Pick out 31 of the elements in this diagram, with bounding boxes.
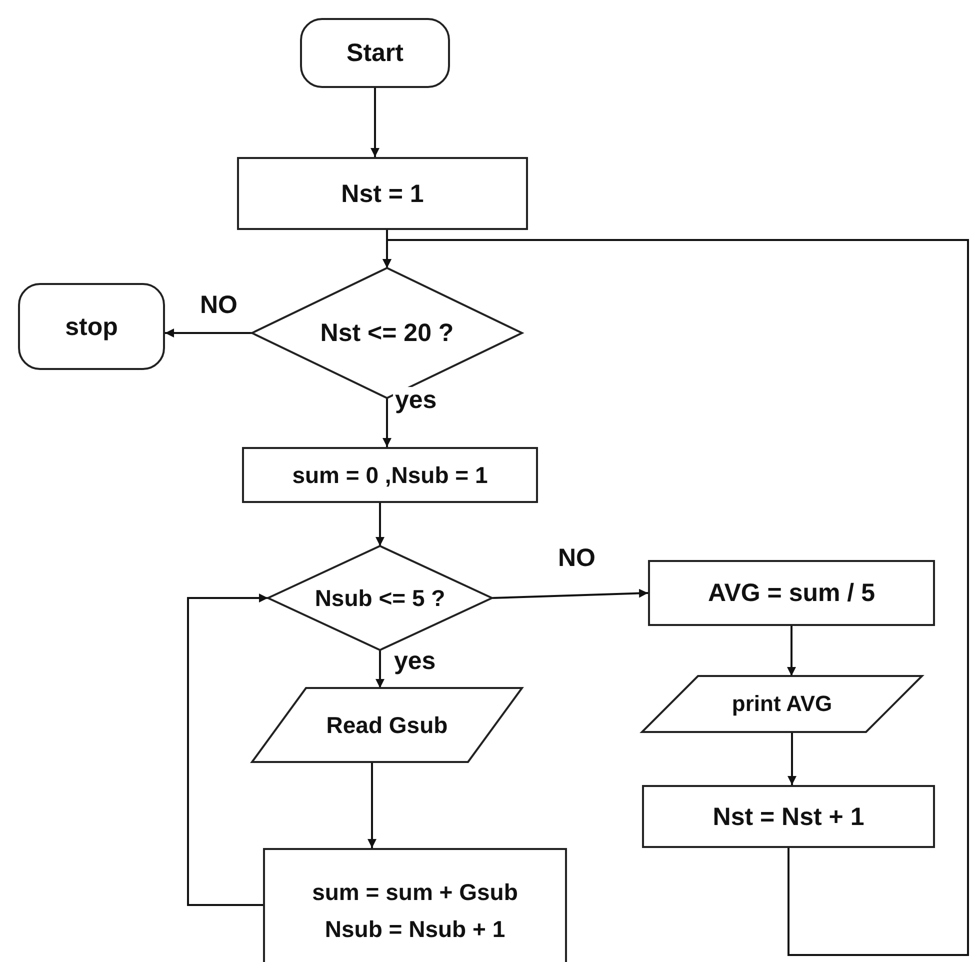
arrow (492, 588, 648, 599)
arrow (165, 328, 252, 338)
node-text: sum = 0 ,Nsub = 1 (292, 460, 488, 490)
process-box (242, 447, 538, 503)
arrow (382, 398, 392, 447)
arrow (376, 650, 384, 688)
arrow (376, 503, 384, 546)
process-box (263, 848, 567, 962)
process-box (648, 560, 935, 626)
terminal-box (300, 18, 450, 88)
arrow (370, 88, 380, 157)
arrow (382, 239, 969, 956)
node-text: Nsub <= 5 ? (314, 584, 446, 613)
process-box (642, 785, 935, 848)
arrow (787, 626, 796, 676)
node-text: print AVG (732, 690, 832, 718)
terminal-box (18, 283, 165, 370)
node-text: Nst = Nst + 1 (712, 802, 864, 832)
node-text: Start (346, 38, 404, 69)
node-text: Nst = 1 (341, 178, 424, 210)
arrow (187, 594, 268, 906)
node-text: stop (65, 312, 118, 342)
node-text: AVG = sum / 5 (708, 578, 875, 609)
node-text: Nsub = Nsub + 1 (324, 914, 506, 944)
process-box (237, 157, 528, 230)
edge-label: yes (393, 387, 439, 414)
node-text: Read Gsub (326, 710, 448, 740)
node-text: Nst <= 20 ? (320, 318, 454, 349)
arrow (788, 732, 796, 785)
node-text: sum = sum + Gsub (312, 878, 518, 907)
arrow (368, 762, 376, 848)
